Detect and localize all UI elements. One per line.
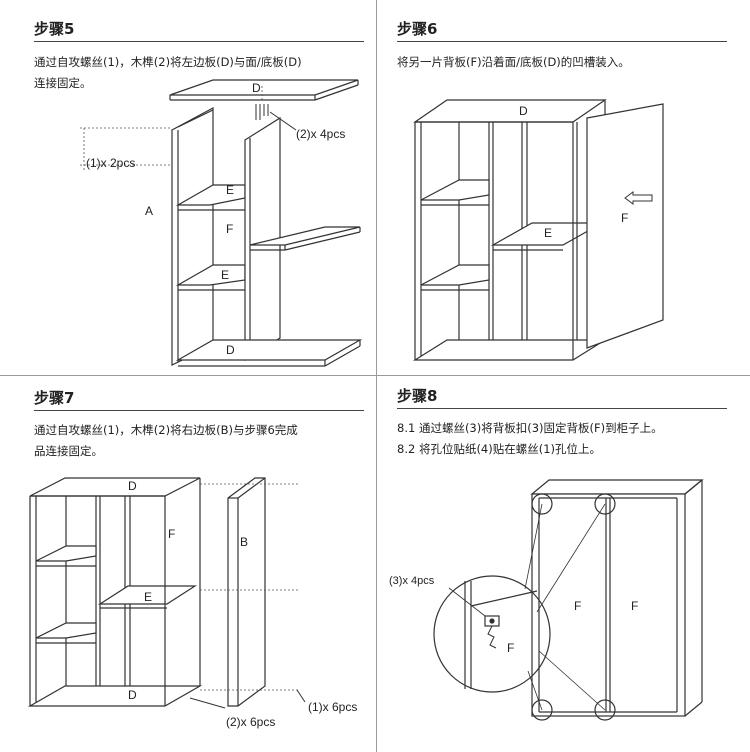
step7-description: 通过自攻螺丝(1)，木榫(2)将右边板(B)与步骤6完成 品连接固定。 [34,423,298,458]
step7-diagram: D F E B D (2)x 6pcs (1)x 6pcs [27,477,357,729]
step5-description: 通过自攻螺丝(1)，木榫(2)将左边板(D)与面/底板(D) 连接固定。 [34,55,302,90]
step7-title: 步骤7 [34,389,75,407]
step6-title: 步骤6 [397,20,438,38]
step5-label-e2: E [221,268,229,282]
step6-label-e: E [544,226,552,240]
step5-dowels-qty: (2)x 4pcs [296,127,345,141]
step8-description: 8.1 通过螺丝(3)将背板扣(3)固定背板(F)到柜子上。 8.2 将孔位贴纸… [397,421,663,456]
step7-label-e: E [144,590,152,604]
step6-diagram: D E F [412,99,664,361]
step7-title-underline [34,410,364,411]
step6-label-f: F [621,211,628,225]
step5-title: 步骤5 [34,20,75,38]
step5-label-f: F [226,222,233,236]
step7-shelf-e [97,585,198,605]
step5-top-board [169,79,359,96]
step8-label-f1: F [574,599,581,613]
step6-back-panel [586,103,664,349]
step8-diagram: (3)x 4pcs F F F [389,479,704,721]
vertical-divider [376,0,377,752]
step5-dowel-icon [255,104,269,120]
step5-label-a: A [145,204,153,218]
step8-clips-qty: (3)x 4pcs [389,575,435,587]
step5-screws-qty: (1)x 2pcs [86,156,135,170]
step5-label-top: D [252,81,261,95]
step8-cabinet-back [531,493,686,717]
step5-label-e1: E [226,183,234,197]
clip-location-circle [594,493,616,515]
step8-zoom-circle [433,575,551,693]
step7-dowels-qty: (2)x 6pcs [226,715,275,729]
step7-label-top: D [128,479,137,493]
clip-location-circle [531,699,553,721]
step7-label-bottom: D [128,688,137,702]
step8-label-f2: F [631,599,638,613]
step7-right-panel [227,477,266,707]
step7-screws-qty: (1)x 6pcs [308,700,357,714]
step8-zoom-label-f: F [507,641,514,655]
step6-description: 将另一片背板(F)沿着面/底板(D)的凹槽装入。 [397,55,630,69]
step7-label-f: F [168,527,175,541]
step5-title-underline [34,41,364,42]
step8-title: 步骤8 [397,387,438,405]
horizontal-divider [0,375,750,376]
step5-middle-panel [244,116,281,362]
step6-title-underline [397,41,727,42]
step7-label-b: B [240,535,248,549]
step8-title-underline [397,408,727,409]
clip-location-circle [594,699,616,721]
step6-label-top: D [519,104,528,118]
step5-diagram: D A E F E D (2)x 4pcs (1)x 2pcs [80,79,363,367]
arrow-left-icon [624,191,653,205]
step5-label-bottom: D [226,343,235,357]
clip-location-circle [531,493,553,515]
